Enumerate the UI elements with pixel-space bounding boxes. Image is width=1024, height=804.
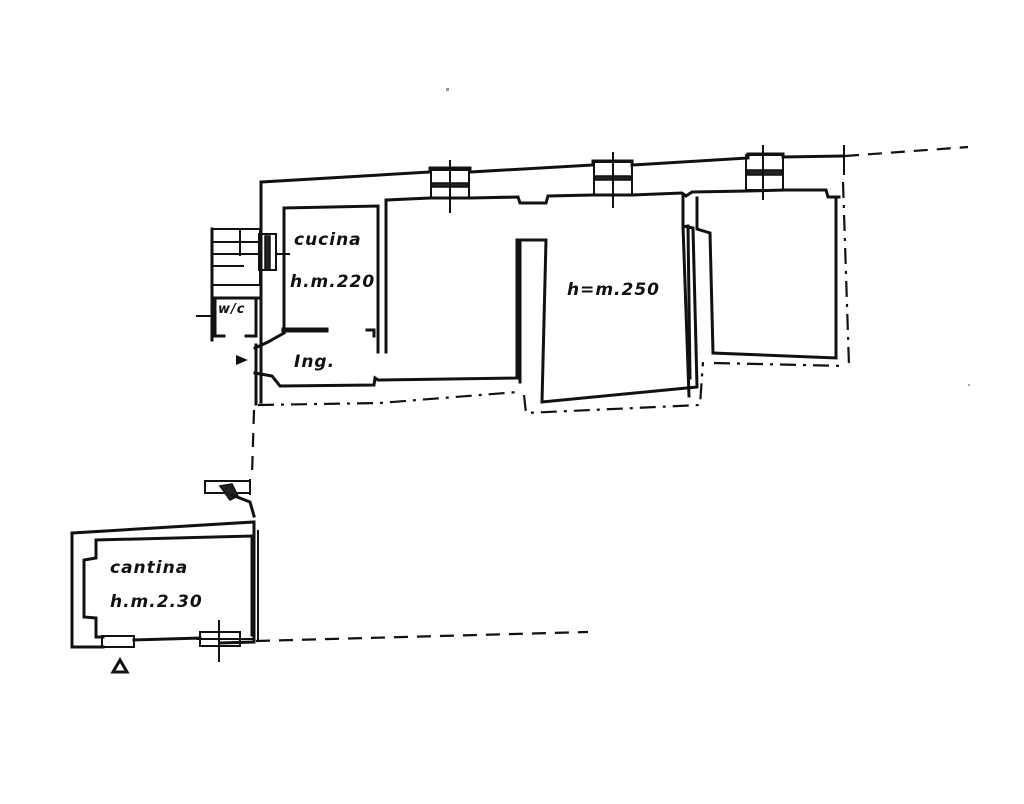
room-cantina [70, 520, 259, 662]
room-height-main: h=m.250 [567, 280, 661, 300]
window-1 [430, 160, 470, 213]
property-line-cantina [255, 630, 589, 643]
scan-speck [446, 88, 449, 91]
window-2 [593, 152, 633, 208]
room-ingresso [236, 238, 519, 406]
room-cucina [281, 198, 388, 354]
property-line-bottom-right [713, 361, 847, 368]
entrance-arrow-icon [236, 355, 248, 365]
stairs [210, 227, 290, 342]
room-label-wc: w/c [218, 302, 246, 317]
room-label-cucina: cucina [294, 230, 362, 250]
room-wc [196, 296, 262, 338]
room-main [517, 194, 699, 404]
room-height-cucina: h.m.220 [290, 272, 376, 292]
window-3 [745, 145, 784, 200]
reference-triangle-icon [110, 657, 130, 674]
room-label-ingresso: Ing. [294, 352, 336, 372]
property-line-left [250, 409, 256, 476]
room-label-cantina: cantina [110, 558, 189, 578]
room-height-cantina: h.m.2.30 [110, 592, 203, 612]
property-line-top [844, 145, 969, 158]
property-line-bottom-left [257, 390, 519, 407]
property-line-bottom-mid [522, 361, 705, 415]
property-line-right [841, 181, 851, 367]
scan-speck [968, 384, 970, 386]
external-steps [204, 479, 256, 518]
room-right [686, 196, 838, 380]
